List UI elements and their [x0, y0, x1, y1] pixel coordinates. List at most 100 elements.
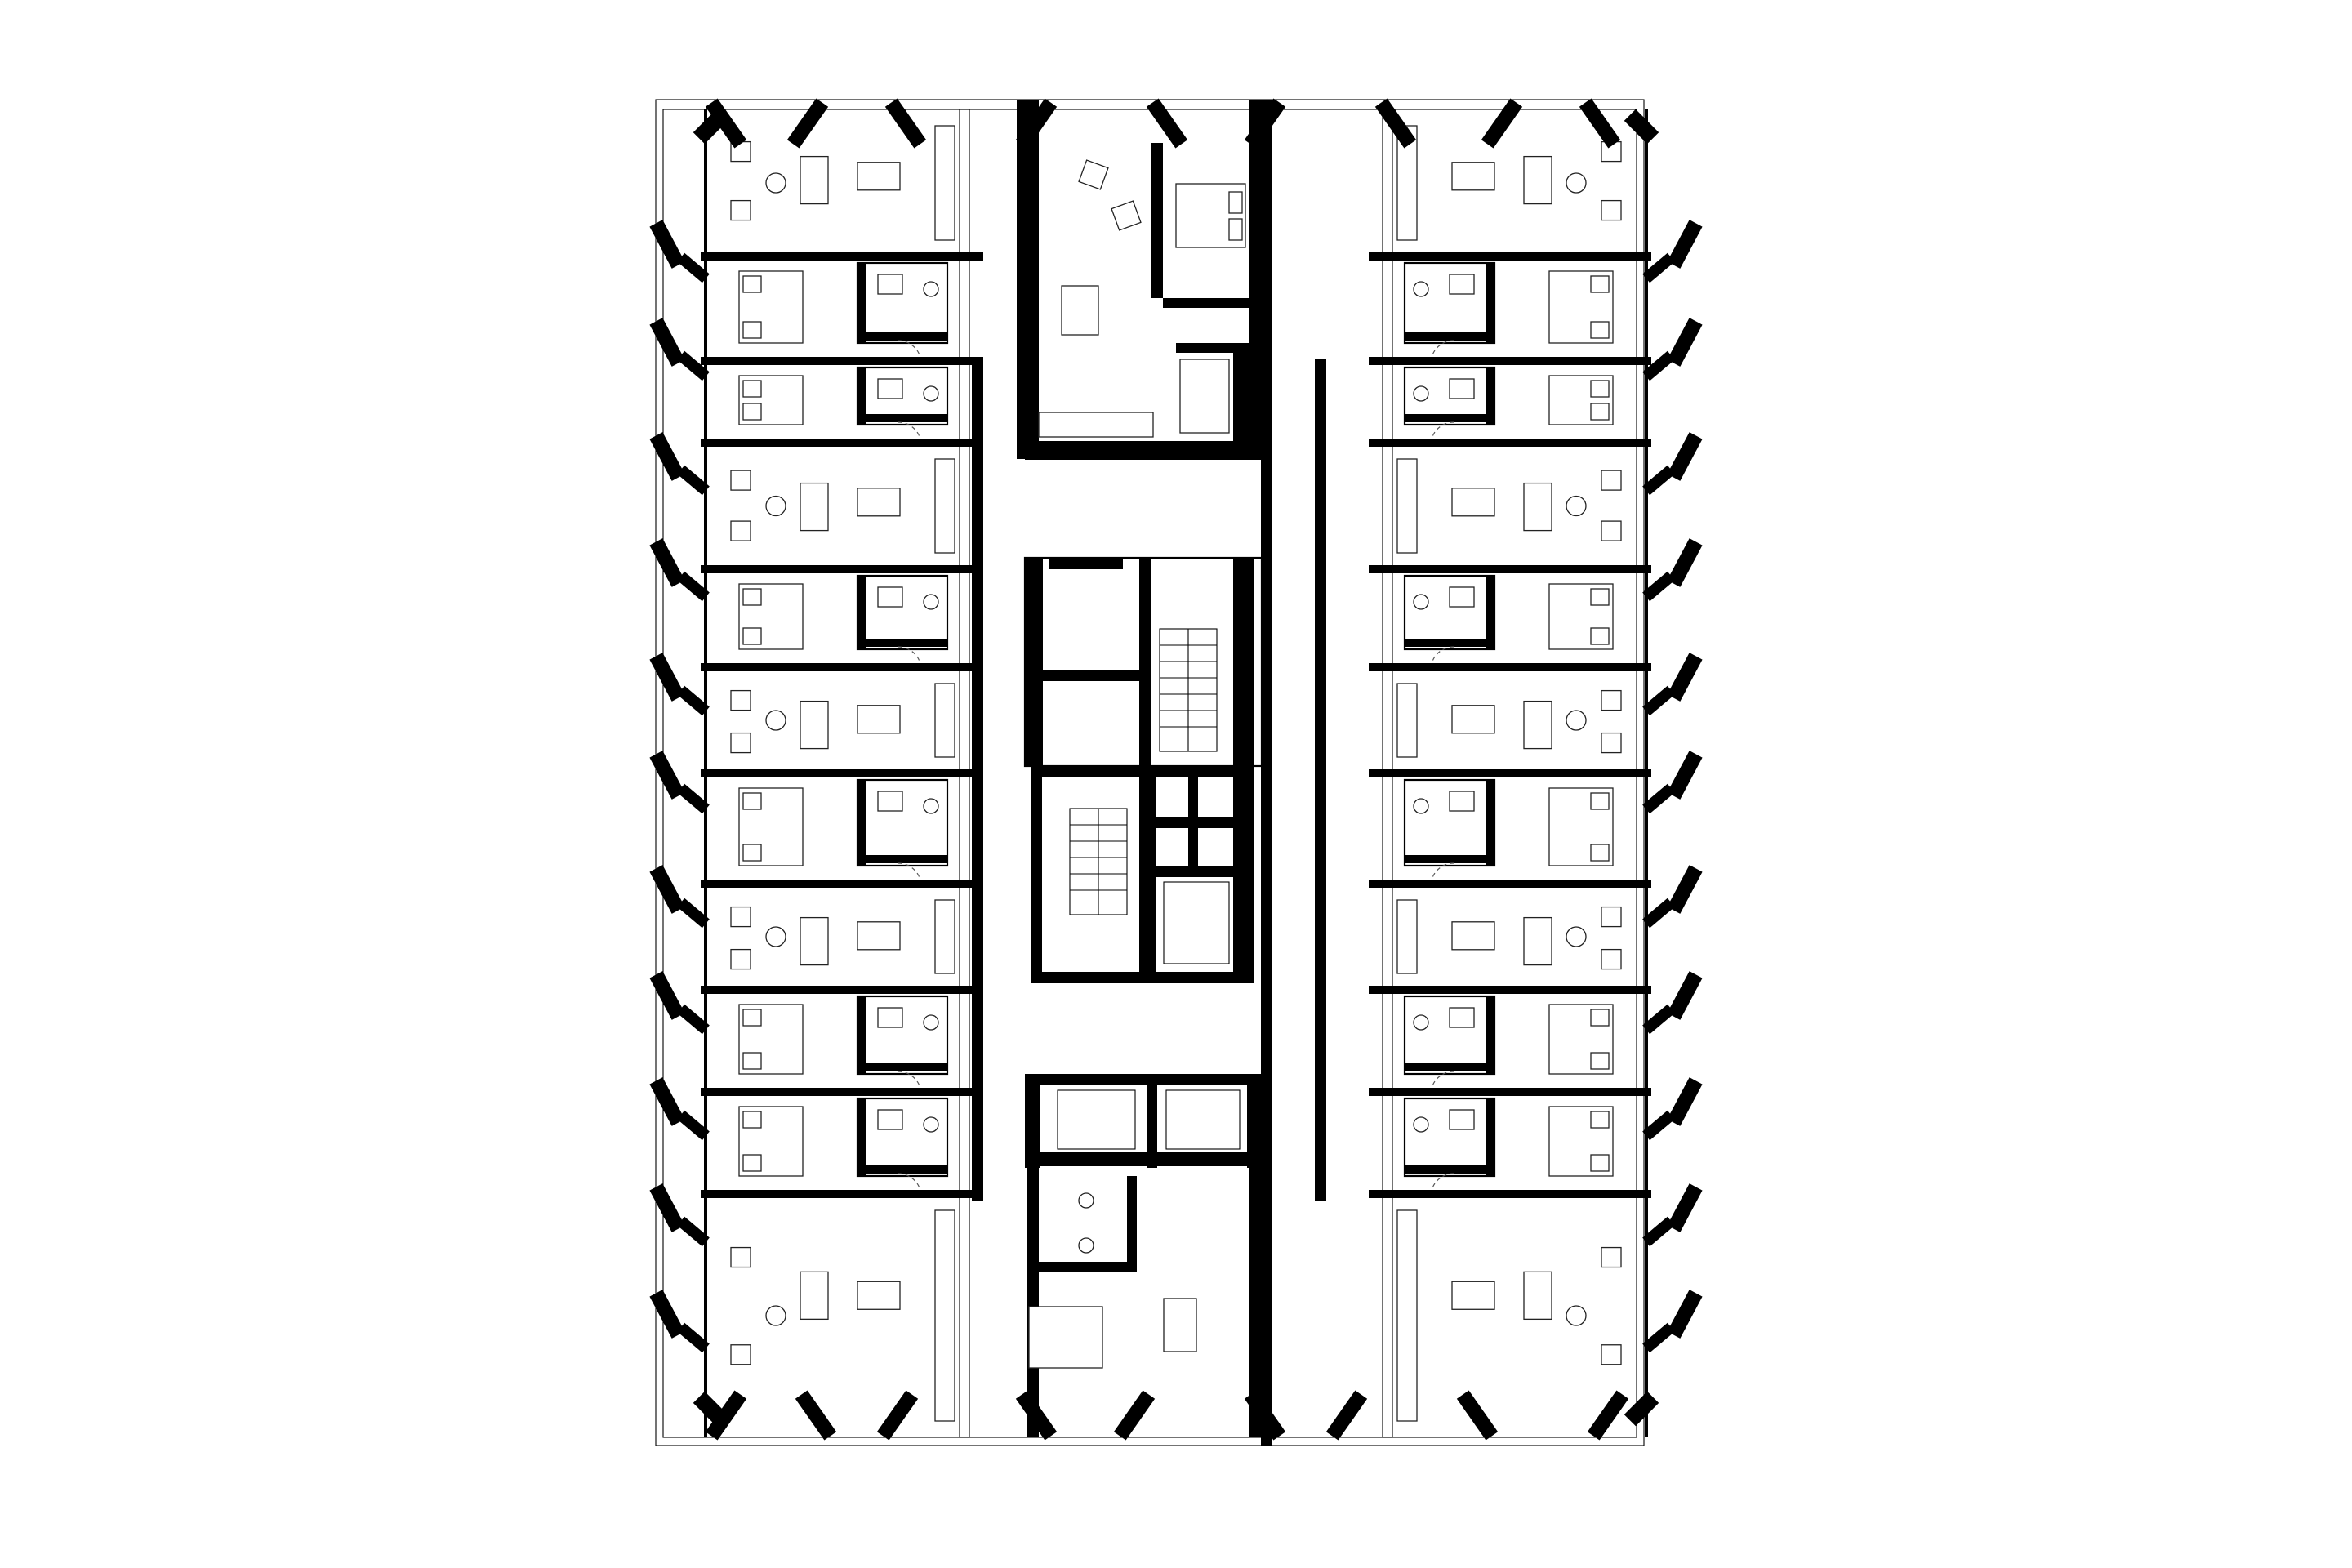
exterior-wall: [704, 990, 707, 1092]
exterior-wall: [704, 256, 707, 361]
pillow-icon: [1590, 380, 1610, 398]
bathroom-wall: [1486, 780, 1494, 866]
pillow-icon: [1590, 588, 1610, 606]
toilet-icon: [1413, 1014, 1429, 1031]
facade-fin: [677, 571, 710, 602]
party-wall: [1369, 1190, 1651, 1198]
sofa-icon: [800, 700, 829, 750]
bathroom-wall: [858, 780, 866, 866]
dining-table-icon: [1451, 921, 1495, 951]
bed-icon: [1028, 1306, 1103, 1369]
facade-fin: [1667, 538, 1703, 587]
sofa-icon: [800, 916, 829, 966]
corridor-partition: [1382, 1193, 1393, 1438]
facade-fin: [677, 898, 710, 929]
toilet-icon: [1413, 594, 1429, 610]
corridor-partition: [959, 1193, 970, 1438]
party-wall: [701, 986, 983, 994]
party-wall: [1369, 439, 1651, 447]
sofa-icon: [800, 155, 829, 205]
toilet-icon: [923, 1116, 939, 1133]
sink-icon: [1449, 1007, 1475, 1028]
party-wall: [701, 252, 983, 261]
toilet-icon: [1413, 798, 1429, 814]
armchair-icon: [1601, 1246, 1622, 1268]
exterior-wall: [704, 667, 707, 773]
facade-fin: [649, 1183, 685, 1232]
armchair-icon: [730, 1246, 751, 1268]
sofa-icon: [1523, 1271, 1552, 1321]
sink-icon: [877, 586, 903, 608]
armchair-icon: [1601, 948, 1622, 970]
coffee-table-icon: [1566, 926, 1587, 947]
facade-fin: [795, 1390, 837, 1441]
kitchen-counter-icon: [934, 683, 956, 758]
facade-fin: [1481, 98, 1523, 149]
facade-fin: [1642, 350, 1675, 381]
exterior-wall: [1645, 884, 1648, 990]
dining-table-icon: [1061, 285, 1099, 336]
facade-fin: [649, 1290, 685, 1339]
sink-icon: [877, 274, 903, 295]
dining-table-icon: [1451, 705, 1495, 734]
pillow-icon: [1590, 844, 1610, 862]
facade-fin: [1667, 1183, 1703, 1232]
exterior-wall: [704, 1194, 707, 1437]
pillow-icon: [742, 321, 762, 339]
facade-fin: [649, 653, 685, 702]
toilet-icon: [923, 385, 939, 402]
bathroom-wall: [1405, 332, 1486, 341]
exterior-wall: [1645, 361, 1648, 443]
sofa-icon: [1523, 482, 1552, 532]
facade-fin: [1587, 1390, 1629, 1441]
kitchen-counter-icon: [1396, 899, 1418, 974]
facade-fin: [1642, 1322, 1675, 1353]
armchair-icon: [1601, 520, 1622, 541]
pillow-icon: [1590, 792, 1610, 810]
toilet-icon: [923, 1014, 939, 1031]
facade-fin: [1015, 1390, 1058, 1441]
stair-icon: [1069, 808, 1128, 915]
coffee-table-icon: [1566, 172, 1587, 194]
armchair-icon: [730, 520, 751, 541]
exterior-wall: [1645, 667, 1648, 773]
sofa-icon: [800, 482, 829, 532]
facade-fin: [677, 350, 710, 381]
sink-icon: [1449, 586, 1475, 608]
bathroom-wall: [866, 639, 947, 647]
right-apartments: [1369, 109, 1651, 1438]
dining-table-icon: [1163, 1298, 1197, 1352]
kitchen-counter-icon: [934, 458, 956, 554]
sink-icon: [877, 791, 903, 812]
apartment-top-center: [1027, 100, 1264, 459]
facade-fin: [1667, 751, 1703, 800]
bathroom-wall: [1405, 639, 1486, 647]
sink-icon: [1449, 274, 1475, 295]
kitchen-counter-icon: [934, 1209, 956, 1422]
facade-fin: [677, 1004, 710, 1035]
sink-icon: [877, 1109, 903, 1130]
facade-fin: [1667, 1290, 1703, 1339]
facade-fin: [1667, 865, 1703, 914]
pillow-icon: [1590, 1052, 1610, 1070]
armchair-icon: [1601, 689, 1622, 711]
party-wall: [701, 439, 983, 447]
facade-fin: [1642, 1110, 1675, 1141]
party-wall: [701, 357, 983, 365]
toilet-icon: [1413, 385, 1429, 402]
pillow-icon: [742, 1052, 762, 1070]
party-wall: [701, 769, 983, 777]
facade-fin: [649, 538, 685, 587]
dining-table-icon: [857, 1281, 901, 1310]
coffee-table-icon: [1566, 1305, 1587, 1326]
bathroom-wall: [1486, 576, 1494, 649]
pillow-icon: [742, 588, 762, 606]
coffee-table-icon: [765, 495, 786, 517]
facade-fin: [677, 465, 710, 496]
bed-icon: [1175, 183, 1246, 248]
exterior-wall: [704, 1092, 707, 1194]
sink-icon: [877, 378, 903, 399]
bathroom-wall: [858, 263, 866, 343]
exterior-wall: [704, 443, 707, 569]
facade-fin: [1579, 98, 1621, 149]
